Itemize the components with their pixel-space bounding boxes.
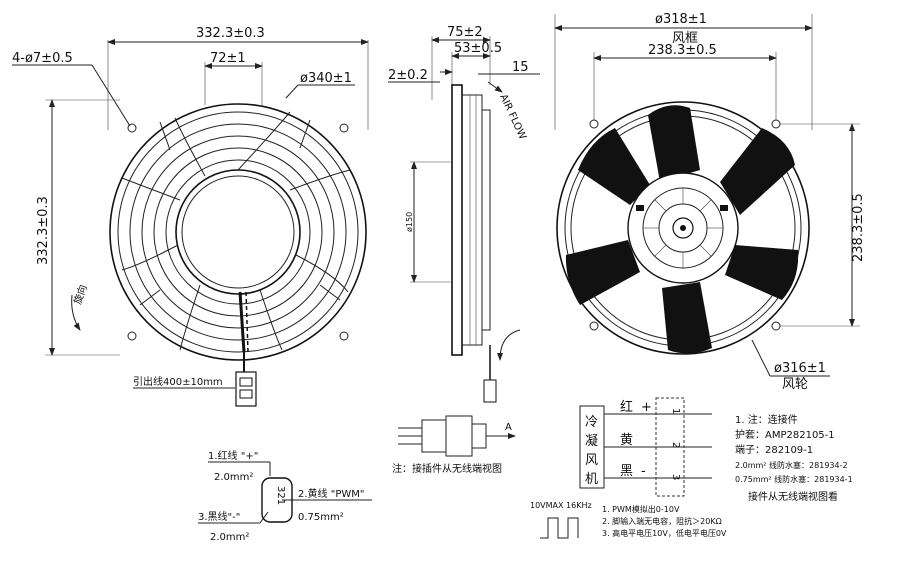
- pin-size-black: 2.0mm²: [210, 532, 249, 543]
- pin-label-red: 1.红线 "+": [208, 449, 258, 462]
- note-line: 2.0mm² 线防水塞：281934-2: [735, 460, 848, 470]
- wire-color-red: 红: [620, 399, 633, 415]
- pin-number: 1: [670, 408, 681, 414]
- rear-outer-frame: [556, 101, 810, 355]
- pin-size-red: 2.0mm²: [214, 472, 253, 483]
- note-line: 0.75mm² 线防水塞：281934-1: [735, 474, 853, 484]
- dim-wheel: ø316±1: [774, 361, 826, 376]
- device-char: 风: [585, 453, 598, 468]
- connector-outline: [261, 477, 293, 523]
- pwm-note: 1. PWM模拟出0-10V: [602, 504, 680, 514]
- pin-label-yellow: 2.黄线 "PWM": [298, 487, 364, 500]
- dim-motor: 53±0.5: [454, 41, 502, 56]
- dim-holes-w: 238.3±0.5: [648, 43, 717, 58]
- mount-hole: [339, 123, 349, 133]
- device-char: 凝: [585, 433, 598, 449]
- side-flange: [451, 84, 463, 356]
- dim-150: ø150: [405, 212, 414, 232]
- front-hub: [175, 169, 301, 295]
- mount-hole: [339, 331, 349, 341]
- pwm-section: 10VMAX 16KHz 1. PWM模拟出0-10V 2. 脚输入端无电容，阻…: [530, 501, 727, 539]
- mount-hole: [127, 123, 137, 133]
- note-line: 1. 注：连接件: [735, 413, 798, 426]
- wheel-label: 风轮: [782, 377, 808, 392]
- note-line: 接件从无线端视图看: [748, 490, 838, 503]
- rear-blades: [565, 105, 799, 354]
- dim-width: 332.3±0.3: [196, 26, 265, 41]
- pin-label-black: 3.黑线"-": [198, 510, 240, 523]
- wire-color-yellow: 黄: [620, 433, 633, 448]
- dim-15: 15: [512, 60, 529, 75]
- pin-size-yellow: 0.75mm²: [298, 512, 344, 523]
- arrow-a: A: [505, 422, 512, 433]
- dim-holes: 4-ø7±0.5: [12, 51, 73, 66]
- dim-frame: ø318±1: [655, 12, 707, 27]
- front-blades: [121, 111, 351, 351]
- wire-sign: +: [641, 400, 652, 415]
- connector-pin-numbers: 321: [275, 486, 286, 505]
- wire-table: 冷 凝 风 机 红 + 黄 黑 - 1 2 3: [579, 397, 712, 497]
- mount-hole: [127, 331, 137, 341]
- device-char: 冷: [585, 415, 598, 430]
- pwm-waveform: [540, 517, 579, 539]
- pin-number: 2: [670, 442, 681, 448]
- frame-label: 风框: [672, 31, 698, 46]
- note-line: 护套：AMP282105-1: [735, 428, 835, 441]
- airflow-label: AIR FLOW: [497, 93, 528, 142]
- wire-color-black: 黑: [620, 464, 633, 479]
- dim-depth: 75±2: [447, 25, 483, 40]
- dim-height: 332.3±0.3: [36, 196, 51, 265]
- front-view: 332.3±0.3 72±1 4-ø7±0.5 ø340±1 332.3±0.3…: [12, 26, 369, 407]
- pin-number: 3: [670, 474, 681, 480]
- connector-end-view: [398, 415, 516, 457]
- pwm-note: 2. 脚输入端无电容，阻抗＞20KΩ: [602, 516, 722, 526]
- side-view: 75±2 53±0.5 2±0.2 15 AIR FLOW ø150: [388, 25, 540, 475]
- rotation-label: 旋向: [71, 283, 90, 306]
- dim-flange: 2±0.2: [388, 68, 428, 83]
- connector-pins: 1.红线 "+" 2.0mm² 2.黄线 "PWM" 0.75mm² 3.黑线"…: [198, 449, 372, 543]
- dim-holes-h: 238.3±0.5: [851, 193, 866, 262]
- lead-wire: [235, 291, 257, 407]
- notes: 1. 注：连接件 护套：AMP282105-1 端子：282109-1 2.0m…: [735, 413, 853, 503]
- rear-view: ø318±1 风框 238.3±0.5 238.3±0.5: [554, 12, 866, 392]
- pwm-note: 3. 高电平电压10V，低电平电压0V: [602, 528, 727, 538]
- dim-hub: 72±1: [210, 51, 246, 66]
- lead-wire-label: 引出线400±10mm: [133, 375, 223, 388]
- device-char: 机: [585, 472, 598, 487]
- pwm-signal-label: 10VMAX 16KHz: [530, 501, 592, 510]
- front-outer-ring: [109, 103, 367, 361]
- connector-caption: 注：接插件从无线端视图: [392, 462, 502, 475]
- dim-outer: ø340±1: [300, 71, 352, 86]
- note-line: 端子：282109-1: [735, 443, 813, 456]
- wire-sign: -: [641, 464, 646, 479]
